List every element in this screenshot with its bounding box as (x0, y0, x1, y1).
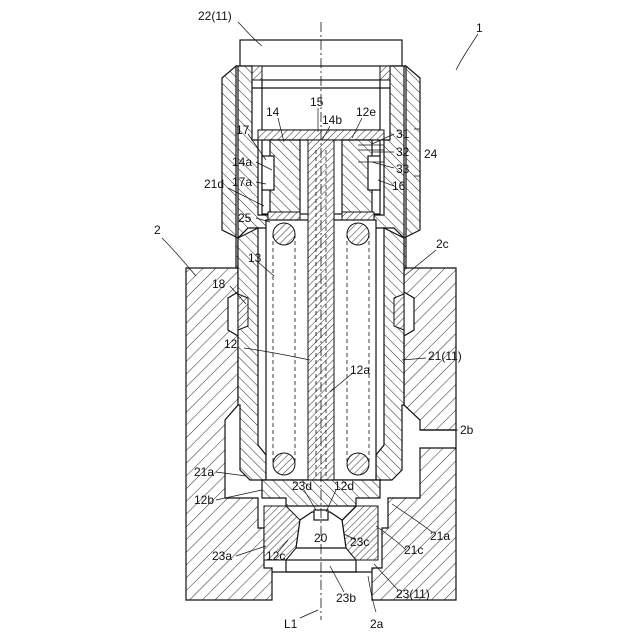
seat-23-right (342, 506, 378, 560)
washer-25-left (268, 212, 300, 220)
label-12c: 12c (266, 549, 285, 563)
spring-coil-top-right (347, 223, 369, 245)
leader-2 (162, 238, 196, 276)
label-14: 14 (266, 105, 280, 119)
label-12: 12 (224, 337, 238, 351)
cap-seal-left (252, 66, 262, 80)
label-24: 24 (424, 147, 438, 161)
label-23c: 23c (350, 535, 369, 549)
label-33: 33 (396, 162, 410, 176)
seal-16-right (368, 156, 380, 190)
seal-17-left (262, 156, 274, 190)
label-L1: L1 (284, 617, 298, 631)
label-23d: 23d (292, 479, 312, 493)
spring-coil-bottom-right (347, 453, 369, 475)
label-15: 15 (310, 95, 324, 109)
label-18: 18 (212, 277, 226, 291)
label-22-11: 22(11) (198, 9, 232, 23)
washer-25-right (342, 212, 374, 220)
label-23a: 23a (212, 549, 232, 563)
label-14b: 14b (322, 113, 342, 127)
label-2c: 2c (436, 237, 449, 251)
label-21a-right: 21a (430, 529, 450, 543)
leader-1 (456, 34, 478, 70)
label-1: 1 (476, 21, 483, 35)
leader-L1 (300, 610, 318, 618)
label-12a: 12a (350, 363, 370, 377)
label-12e: 12e (356, 105, 376, 119)
cylinder-right-wall (376, 228, 404, 480)
o-ring-18-right (394, 294, 404, 330)
label-17: 17 (236, 123, 250, 137)
label-17a: 17a (232, 175, 252, 189)
label-31: 31 (396, 127, 410, 141)
cap-seal-right (380, 66, 390, 80)
label-16: 16 (392, 179, 406, 193)
spring-coil-top-left (273, 223, 295, 245)
label-21d: 21d (204, 177, 224, 191)
spring-coil-bottom-left (273, 453, 295, 475)
cylinder-left-wall (238, 228, 266, 480)
label-2a: 2a (370, 617, 384, 631)
label-20: 20 (314, 531, 328, 545)
label-21a-left: 21a (194, 465, 214, 479)
label-23b: 23b (336, 591, 356, 605)
label-21-11: 21(11) (428, 349, 462, 363)
label-13: 13 (248, 251, 262, 265)
label-2: 2 (154, 223, 161, 237)
label-23-11: 23(11) (396, 587, 430, 601)
label-14a: 14a (232, 155, 252, 169)
label-2b: 2b (460, 423, 474, 437)
label-12b: 12b (194, 493, 214, 507)
label-32: 32 (396, 145, 410, 159)
label-12d: 12d (334, 479, 354, 493)
label-21c: 21c (404, 543, 423, 557)
label-25: 25 (238, 211, 252, 225)
o-ring-18-left (238, 294, 248, 330)
